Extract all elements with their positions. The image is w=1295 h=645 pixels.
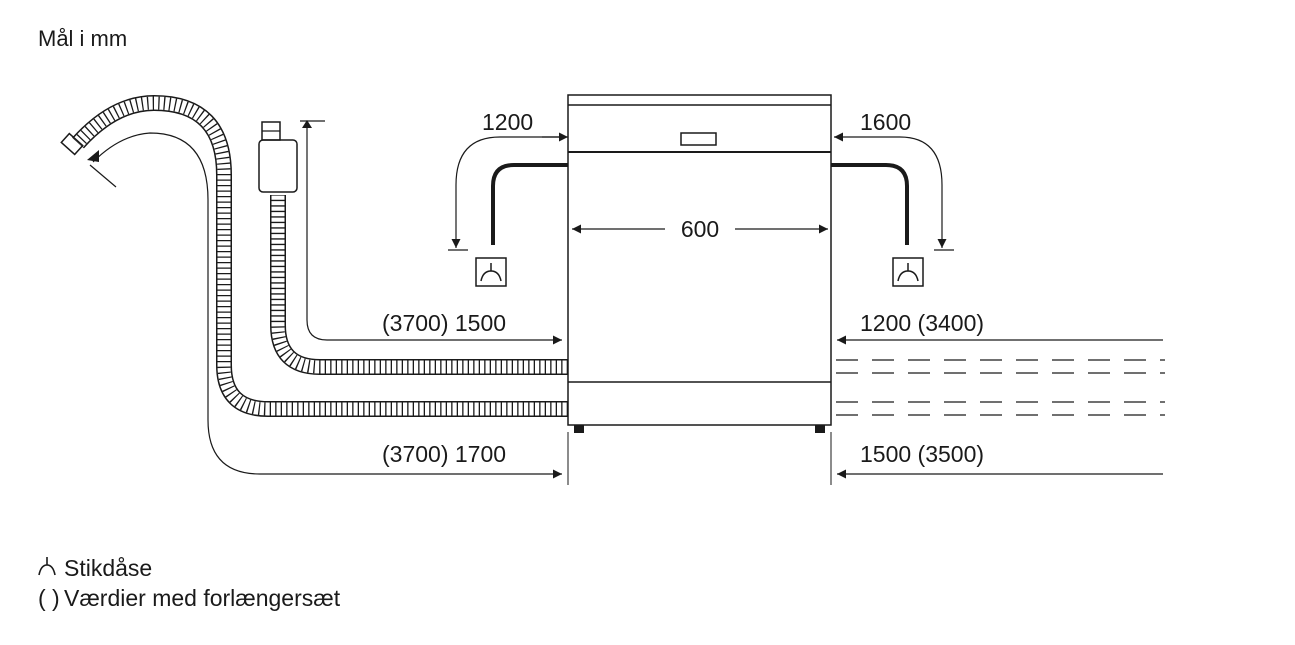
legend-paren-symbol: ( ) [38,585,60,611]
foot-left [574,425,584,433]
socket-legend-icon [38,557,56,576]
drain-hose [60,94,568,417]
drain-dimension-left: (3700) 1700 [87,132,562,479]
inlet-right-label: 1200 (3400) [860,310,984,336]
drain-right-label: 1500 (3500) [860,441,984,467]
aquastop-valve [258,139,298,193]
cord-left-label: 1200 [482,109,533,135]
legend-socket-label: Stikdåse [64,555,152,581]
inlet-dimension-left: (3700) 1500 [300,120,562,345]
width-dimension: 600 [572,216,828,242]
drain-hose-end [60,132,84,156]
control-panel-display [680,132,717,146]
foot-right [815,425,825,433]
width-label: 600 [681,216,719,242]
legend-paren-label: Værdier med forlængersæt [64,585,341,611]
inlet-hose [258,121,568,375]
socket-left [475,257,507,287]
dashed-hose-paths-right [836,359,1165,416]
diagram-title: Mål i mm [38,26,127,51]
socket-right [892,257,924,287]
drain-dimension-right: 1500 (3500) [837,441,1163,479]
dishwasher [567,94,832,433]
power-cord-right: 1600 [831,109,954,251]
power-cord-left: 1200 [448,109,568,251]
legend: Stikdåse ( ) Værdier med forlængersæt [38,555,341,611]
drain-left-label: (3700) 1700 [382,441,506,467]
cord-right-label: 1600 [860,109,911,135]
inlet-dimension-right: 1200 (3400) [837,310,1163,345]
inlet-left-label: (3700) 1500 [382,310,506,336]
